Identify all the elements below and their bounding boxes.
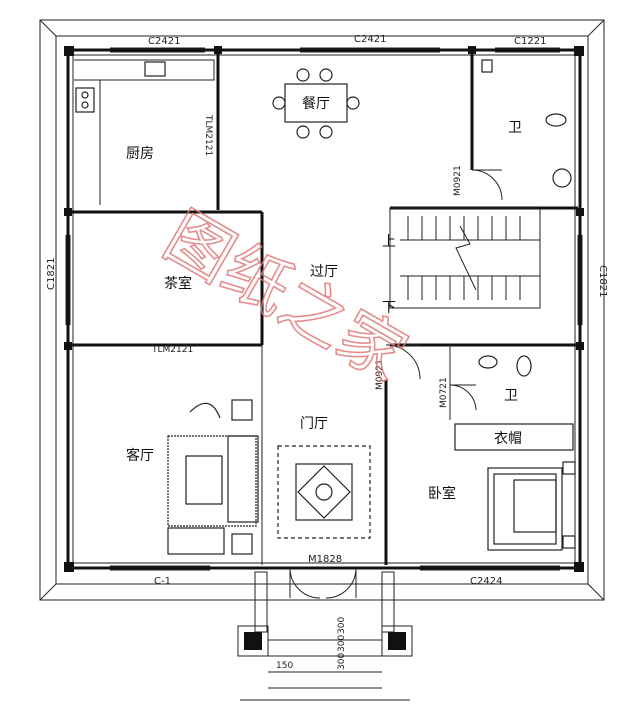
door-main: M1828 xyxy=(308,554,342,565)
dining-table xyxy=(272,68,360,139)
closet-box xyxy=(454,423,574,451)
room-dining: 餐厅 xyxy=(302,96,330,112)
door-tea: TLM2121 xyxy=(151,345,193,355)
foyer-medallion xyxy=(277,445,371,539)
room-closet: 衣帽 xyxy=(494,431,522,447)
kitchen-appliances xyxy=(75,61,166,113)
window-top-right: C1221 xyxy=(514,36,546,47)
door-bath-mid: M0721 xyxy=(439,377,449,408)
sofa-set xyxy=(167,399,259,555)
staircase xyxy=(389,207,541,309)
bath-fixtures xyxy=(478,59,572,377)
window-right: C1821 xyxy=(597,265,608,297)
stair-down: 下 xyxy=(382,300,396,316)
room-tea: 茶室 xyxy=(164,275,192,292)
room-kitchen: 厨房 xyxy=(126,146,154,162)
eave-outline xyxy=(39,19,605,601)
room-bath-top: 卫 xyxy=(508,120,522,136)
doors xyxy=(289,169,503,599)
step-dim-4: 300 xyxy=(337,653,347,670)
step-dim-3: 300 xyxy=(337,635,347,652)
step-dim-1: 150 xyxy=(276,661,293,671)
bed xyxy=(487,461,576,551)
door-kitchen: TLM2121 xyxy=(203,114,213,156)
room-hall: 过厅 xyxy=(310,264,338,280)
window-top-mid: C2421 xyxy=(354,34,386,45)
stair-up: 上 xyxy=(382,234,396,250)
windows xyxy=(65,47,583,571)
window-top-left: C2421 xyxy=(148,36,180,47)
window-left: C1821 xyxy=(46,258,57,290)
door-bath-top: M0921 xyxy=(453,165,463,196)
door-bedroom: M0921 xyxy=(375,359,385,390)
room-living: 客厅 xyxy=(126,447,154,464)
interior-walls xyxy=(70,52,578,565)
room-bedroom: 卧室 xyxy=(428,485,456,502)
step-dim-2: 300 xyxy=(337,617,347,634)
room-foyer: 门厅 xyxy=(300,416,328,432)
room-bath-mid: 卫 xyxy=(504,388,518,404)
exterior-walls xyxy=(64,46,584,572)
watermark: 图纸之家 xyxy=(152,197,419,396)
window-bottom-right: C2424 xyxy=(470,576,502,587)
window-bottom-left: C-1 xyxy=(154,576,171,587)
entry-steps xyxy=(237,571,413,701)
